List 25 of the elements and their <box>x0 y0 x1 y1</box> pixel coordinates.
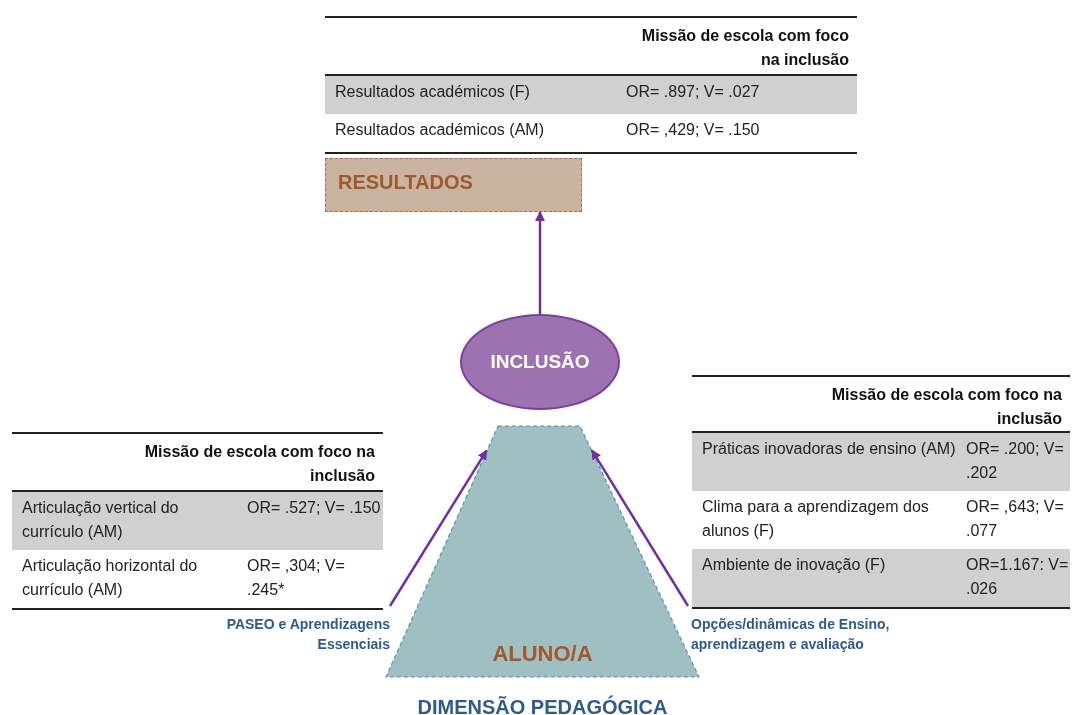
arrow <box>535 211 545 314</box>
column-header: Missão de escola com foco na inclusão <box>830 385 1062 429</box>
table-cell-text: OR= ,643; V= .077 <box>965 497 1065 541</box>
table-cell-text: OR= .200; V= .202 <box>965 439 1065 483</box>
table-cell-text: Resultados académicos (F) <box>334 82 531 102</box>
table-cell-text: Resultados académicos (AM) <box>334 120 545 140</box>
table-cell-text: OR= ,429; V= .150 <box>625 120 761 140</box>
column-header: Missão de escola com foco na inclusão <box>143 442 375 486</box>
table-cell-text: OR= ,304; V= .245* <box>246 556 346 600</box>
table-cell-text: OR= .527; V= .150 <box>246 498 382 518</box>
dimension-caption: DIMENSÃO PEDAGÓGICA <box>417 694 668 715</box>
factor-label: Opções/dinâmicas de Ensino, aprendizagem e avaliação <box>691 614 953 658</box>
result-box: RESULTADOS <box>325 158 582 212</box>
table-cell-text: OR= .897; V= .027 <box>625 82 761 102</box>
inclusion-ellipse: INCLUSÃO <box>460 314 620 410</box>
column-header: Missão de escola com foco na inclusão <box>640 26 849 70</box>
table-cell-text: OR=1.167: V= .026 <box>965 555 1070 599</box>
factor-label: PASEO e Aprendizagens Essenciais <box>170 614 390 658</box>
arrow <box>388 449 488 607</box>
table-cell-text: Articulação horizontal do currículo (AM) <box>21 556 199 600</box>
table-cell-text: Práticas inovadoras de ensino (AM) <box>701 439 957 459</box>
table-cell-text: Clima para a aprendizagem dos alunos (F) <box>701 497 930 541</box>
arrow <box>590 449 690 607</box>
table-cell-text: Ambiente de inovação (F) <box>701 555 887 575</box>
table-cell-text: Articulação vertical do currículo (AM) <box>21 498 180 542</box>
